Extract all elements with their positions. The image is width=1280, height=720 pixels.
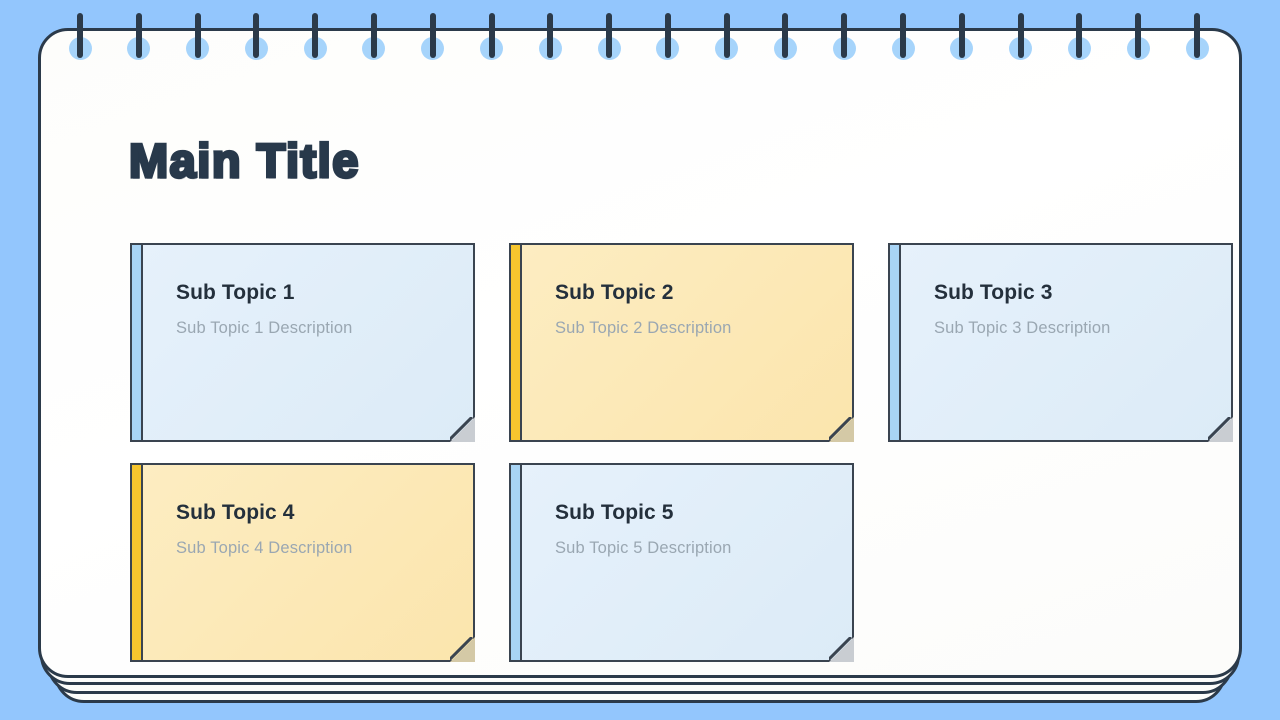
card-description: Sub Topic 2 Description xyxy=(555,319,732,338)
card-accent-bar xyxy=(511,465,522,660)
folded-corner-icon xyxy=(1208,417,1233,442)
card-accent-bar xyxy=(132,465,143,660)
card-body: Sub Topic 5 Sub Topic 5 Description xyxy=(522,465,852,660)
folded-corner-triangle xyxy=(450,637,475,662)
topic-card[interactable]: Sub Topic 3 Sub Topic 3 Description xyxy=(888,243,1233,442)
card-title: Sub Topic 4 xyxy=(176,501,295,524)
card-description: Sub Topic 5 Description xyxy=(555,539,732,558)
card-accent-bar xyxy=(890,245,901,440)
card-body: Sub Topic 2 Sub Topic 2 Description xyxy=(522,245,852,440)
card-body: Sub Topic 3 Sub Topic 3 Description xyxy=(901,245,1231,440)
folded-corner-triangle xyxy=(450,417,475,442)
card-title: Sub Topic 5 xyxy=(555,501,674,524)
card-title: Sub Topic 1 xyxy=(176,281,295,304)
card-description: Sub Topic 4 Description xyxy=(176,539,353,558)
card-description: Sub Topic 1 Description xyxy=(176,319,353,338)
topic-card[interactable]: Sub Topic 1 Sub Topic 1 Description xyxy=(130,243,475,442)
topic-card[interactable]: Sub Topic 2 Sub Topic 2 Description xyxy=(509,243,854,442)
notebook-page: Main Title Sub Topic 1 Sub Topic 1 Descri… xyxy=(38,28,1242,678)
card-accent-bar xyxy=(132,245,143,440)
folded-corner-triangle xyxy=(829,637,854,662)
card-accent-bar xyxy=(511,245,522,440)
card-description: Sub Topic 3 Description xyxy=(934,319,1111,338)
folded-corner-icon xyxy=(450,417,475,442)
topic-card[interactable]: Sub Topic 5 Sub Topic 5 Description xyxy=(509,463,854,662)
card-title: Sub Topic 2 xyxy=(555,281,674,304)
folded-corner-triangle xyxy=(1208,417,1233,442)
card-title: Sub Topic 3 xyxy=(934,281,1053,304)
folded-corner-triangle xyxy=(829,417,854,442)
topic-card[interactable]: Sub Topic 4 Sub Topic 4 Description xyxy=(130,463,475,662)
page-title: Main Title xyxy=(127,134,360,187)
card-body: Sub Topic 1 Sub Topic 1 Description xyxy=(143,245,473,440)
folded-corner-icon xyxy=(829,637,854,662)
folded-corner-icon xyxy=(450,637,475,662)
card-body: Sub Topic 4 Sub Topic 4 Description xyxy=(143,465,473,660)
folded-corner-icon xyxy=(829,417,854,442)
